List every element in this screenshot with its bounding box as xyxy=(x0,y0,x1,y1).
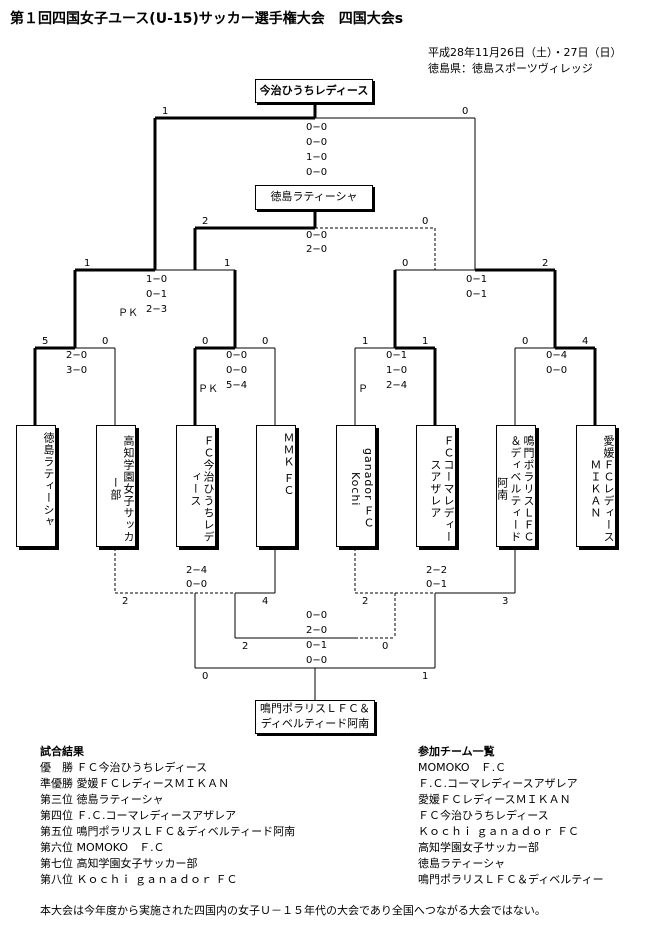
results-row: 優 勝 ＦＣ今治ひうちレディース xyxy=(40,761,208,774)
third-right-score: 0 xyxy=(422,216,429,227)
teams-list-row: 徳島ラティーシャ xyxy=(418,857,506,870)
bottom-r: 1 xyxy=(422,671,429,682)
mid-l: 2 xyxy=(242,641,249,652)
lower-right-s1: 2−2 xyxy=(426,565,448,576)
team-box-7: 鳴門ポラリスＬＦＣ＆ディベルティード阿南 xyxy=(496,425,536,547)
r1-m3-pk-score: 2−4 xyxy=(386,380,408,391)
teams-list-row: Ｆ.Ｃ.コーマレディースアザレア xyxy=(418,777,578,790)
r1-m1-r: 0 xyxy=(102,336,109,347)
r1-m2-s1: 0−0 xyxy=(226,350,248,361)
results-row: 第六位 MOMOKO Ｆ.Ｃ xyxy=(40,841,165,854)
third-s2: 2−0 xyxy=(306,244,328,255)
r1-m1-s2: 3−0 xyxy=(66,365,88,376)
r1-m1-s1: 2−0 xyxy=(66,350,88,361)
r1-m3-s2: 1−0 xyxy=(386,365,408,376)
team-box-3: ＦＣ今治ひうちレディース xyxy=(176,425,216,547)
team-box-2: 高知学園女子サッカー部 xyxy=(96,425,136,547)
r1-m3-s1: 0−1 xyxy=(386,350,408,361)
r1-m2-pk: ＰＫ xyxy=(198,384,218,395)
final-left-score: 1 xyxy=(162,106,169,117)
semi-right-s2: 0−1 xyxy=(466,289,488,300)
semi-left-pk-score: 2−3 xyxy=(146,304,168,315)
teams-list-row: MOMOKO Ｆ.Ｃ xyxy=(418,761,507,774)
results-row: 第三位 徳島ラティーシャ xyxy=(40,793,164,806)
r1-m3-pk: Ｐ xyxy=(358,384,368,395)
final-s3: 1−0 xyxy=(306,152,328,163)
results-row: 第四位 Ｆ.Ｃ.コーマレディースアザレア xyxy=(40,809,237,822)
semi-left-s2: 0−1 xyxy=(146,289,168,300)
r1-m4-s2: 0−0 xyxy=(546,365,568,376)
teams-list-row: 愛媛ＦＣレディースＭＩＫＡＮ xyxy=(418,793,571,806)
r1-m1-l: 5 xyxy=(42,336,49,347)
team-box-4: ＭＭＫ ＦＣ xyxy=(256,425,296,547)
r1-m2-r: 0 xyxy=(262,336,269,347)
mid-s4: 0−0 xyxy=(306,655,328,666)
r1-m3-r: 1 xyxy=(422,336,429,347)
teams-list-row: 高知学園女子サッカー部 xyxy=(418,841,539,854)
r1-m2-s2: 0−0 xyxy=(226,365,248,376)
final-right-score: 0 xyxy=(462,106,469,117)
results-heading: 試合結果 xyxy=(40,745,84,758)
third-s1: 0−0 xyxy=(306,230,328,241)
final-s1: 0−0 xyxy=(306,122,328,133)
semi-left-s1: 1−0 xyxy=(146,274,168,285)
semi-right-s1: 0−1 xyxy=(466,274,488,285)
lower-left-r: 4 xyxy=(262,596,269,607)
lower-left-s2: 0−0 xyxy=(186,579,208,590)
mid-s2: 2−0 xyxy=(306,625,328,636)
lower-right-l: 2 xyxy=(362,596,369,607)
r1-m4-l: 0 xyxy=(522,336,529,347)
lower-right-s2: 0−1 xyxy=(426,579,448,590)
third-place-box: 徳島ラティーシャ xyxy=(255,185,373,210)
event-venue: 徳島県：徳島スポーツヴィレッジ xyxy=(428,62,593,75)
fifth-place-box: 鳴門ポラリスＬＦＣ＆ディベルティード阿南 xyxy=(255,700,375,734)
semi-left-pk: ＰＫ xyxy=(118,308,138,319)
results-row: 第八位 Ｋｏｃｈｉ ｇａｎａｄｏｒ ＦＣ xyxy=(40,873,238,886)
footnote: 本大会は今年度から実施された四国内の女子Ｕ－１５年代の大会であり全国へつながる大… xyxy=(40,904,546,917)
final-s4: 0−0 xyxy=(306,167,328,178)
teams-list-row: 鳴門ポラリスＬＦＣ＆ディベルティー xyxy=(418,873,604,886)
mid-r: 0 xyxy=(382,641,389,652)
event-date: 平成28年11月26日（土）・27日（日） xyxy=(428,46,622,59)
lower-left-l: 2 xyxy=(122,596,129,607)
team-box-8: 愛媛ＦＣレディースＭＩＫＡＮ xyxy=(576,425,616,547)
team-box-6: ＦＣコーマレディースアザレア xyxy=(416,425,456,547)
r1-m2-l: 0 xyxy=(202,336,209,347)
results-row: 第七位 高知学園女子サッカー部 xyxy=(40,857,198,870)
semi-left-r: 1 xyxy=(224,258,231,269)
r1-m2-pk-score: 5−4 xyxy=(226,380,248,391)
team-box-1: 徳島ラティーシャ xyxy=(16,425,56,547)
lower-left-s1: 2−4 xyxy=(186,565,208,576)
teams-list-section: 参加チーム一覧 MOMOKO Ｆ.Ｃ Ｆ.Ｃ.コーマレディースアザレア 愛媛ＦＣ… xyxy=(418,744,604,888)
bottom-l: 0 xyxy=(202,671,209,682)
r1-m3-l: 1 xyxy=(362,336,369,347)
semi-right-r: 2 xyxy=(542,258,549,269)
team-box-5: ganador ＦＣ Kochi xyxy=(336,425,376,547)
champion-box: 今治ひうちレディース xyxy=(255,79,373,103)
mid-s3: 0−1 xyxy=(306,640,328,651)
third-left-score: 2 xyxy=(202,216,209,227)
final-s2: 0−0 xyxy=(306,137,328,148)
teams-list-row: Ｋｏｃｈｉ ｇａｎａｄｏｒ ＦＣ xyxy=(418,825,579,838)
results-row: 第五位 鳴門ポラリスＬＦＣ＆ディベルティード阿南 xyxy=(40,825,296,838)
teams-list-heading: 参加チーム一覧 xyxy=(418,745,495,758)
mid-s1: 0−0 xyxy=(306,610,328,621)
semi-left-l: 1 xyxy=(84,258,91,269)
results-row: 準優勝 愛媛ＦＣレディースＭＩＫＡＮ xyxy=(40,777,230,790)
lower-right-r: 3 xyxy=(502,596,509,607)
page-title: 第１回四国女子ユース(U-15)サッカー選手権大会 四国大会s xyxy=(10,11,404,27)
semi-right-l: 0 xyxy=(402,258,409,269)
r1-m4-r: 4 xyxy=(582,336,589,347)
results-section: 試合結果 優 勝 ＦＣ今治ひうちレディース 準優勝 愛媛ＦＣレディースＭＩＫＡＮ… xyxy=(40,744,295,888)
r1-m4-s1: 0−4 xyxy=(546,350,568,361)
teams-list-row: ＦＣ今治ひうちレディース xyxy=(418,809,549,822)
